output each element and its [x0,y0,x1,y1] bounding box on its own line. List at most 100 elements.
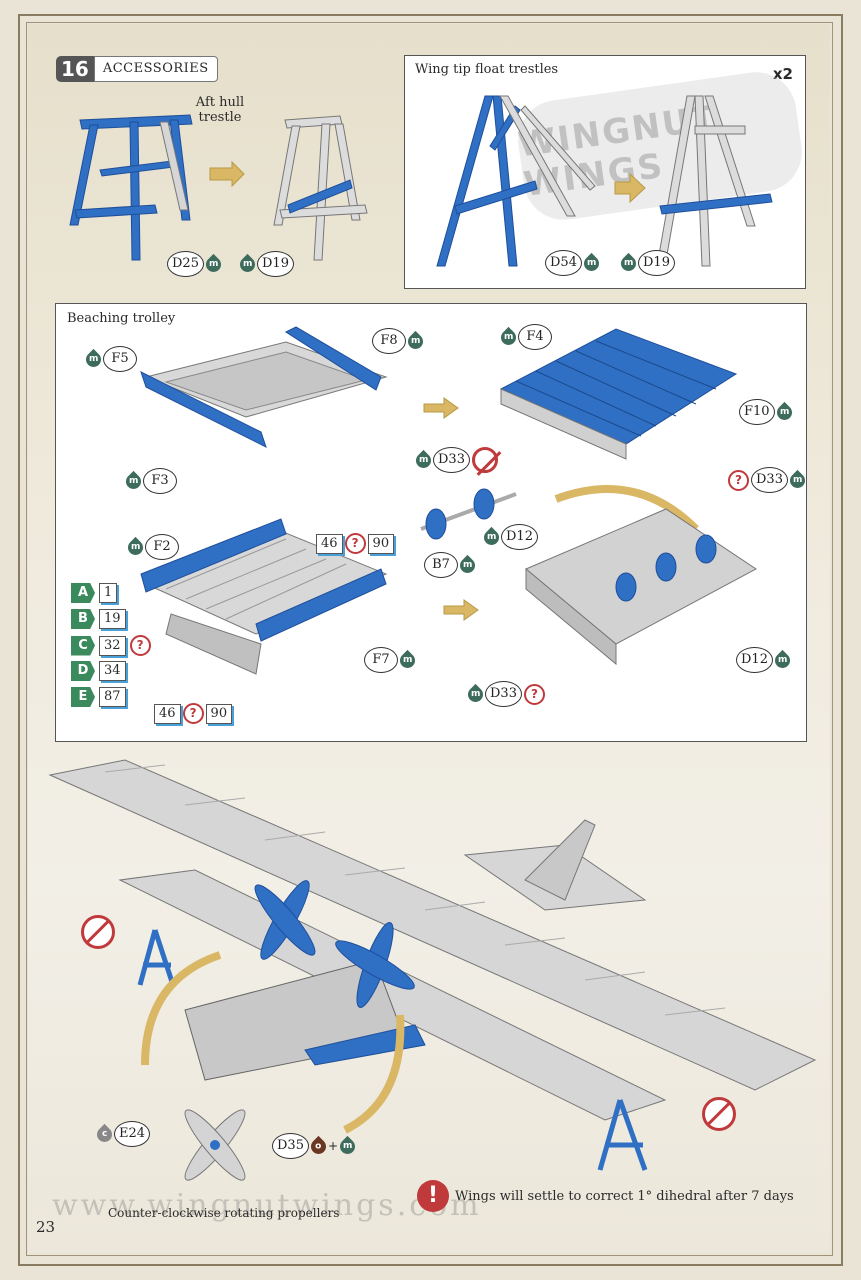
wing-tip-title: Wing tip float trestles [415,62,559,77]
paint-m-icon: m [82,348,105,370]
callout-d35: D35 o + m [272,1133,359,1159]
trolley-title: Beaching trolley [67,311,176,326]
paint-m-icon: m [122,470,145,492]
paint-m-icon: m [464,683,487,705]
question-icon: ? [523,683,545,705]
part-label-d35: D35 [272,1133,309,1159]
website-watermark: www.wingnutwings.com [52,1188,482,1223]
paint-m-icon: m [771,649,794,671]
paint-m-icon: m [202,253,225,275]
aft-hull-trestle-diagram [69,114,368,261]
step-number: 16 [56,56,94,82]
paint-key-letter: D [71,661,95,681]
part-label-f8: F8 [372,328,406,354]
page-border-inner [26,22,833,1256]
warning-icon: ! [417,1180,449,1212]
part-label-d33-bottom: D33 [485,681,522,707]
arrow-right-2 [443,599,479,621]
part-label-f10: F10 [739,399,775,425]
no-glue-icon [81,915,115,949]
paint-m-icon: m [336,1135,359,1157]
paint-key-value: 32 [99,635,126,656]
callout-e24: c E24 [93,1121,151,1147]
callout-d19: m D19 [236,251,294,277]
paint-m-icon: m [404,330,427,352]
callout-f4: m F4 [497,324,552,350]
no-glue-icon [702,1097,736,1131]
callout-d19-wing: m D19 [617,250,675,276]
question-icon: ? [129,635,151,656]
trolley-slats-diagram [499,328,738,460]
paint-m-icon: m [236,253,259,275]
trolley-frame-diagram [140,326,388,448]
callout-f10: F10 m [739,399,795,425]
step-title: ACCESSORIES [93,56,218,82]
paint-key-c: C 32 ? [71,635,151,656]
callout-d25: D25 m [167,251,225,277]
warning-text: Wings will settle to correct 1° dihedral… [455,1188,794,1204]
paint-key-a: A 1 [71,583,118,603]
plus-sign: + [327,1139,339,1153]
page-border-outer [18,14,843,1266]
dihedral-warning: ! Wings will settle to correct 1° dihedr… [417,1180,794,1212]
part-label-d54: D54 [545,250,582,276]
paint-key-letter: B [71,609,95,629]
callout-d12-left: m D12 [480,524,538,550]
part-label-f5: F5 [103,346,137,372]
part-label-f2: F2 [145,534,179,560]
part-label-d19: D19 [257,251,294,277]
paint-m-icon: m [497,326,520,348]
part-label-e24: E24 [114,1121,151,1147]
page-number: 23 [36,1218,56,1236]
paint-c-icon: c [93,1123,116,1145]
paint-m-icon: m [456,554,479,576]
axle-diagram [420,488,517,540]
part-label-b7: B7 [424,552,458,578]
paint-m-icon: m [773,401,795,423]
paint-key-value: 1 [99,583,118,603]
paint-key-e: E 87 [71,687,126,707]
arrow-right-1 [423,397,459,419]
part-label-d12: D12 [501,524,538,550]
color-mix-top: 46 ? 90 [316,533,395,554]
part-label-f3: F3 [143,468,177,494]
part-label-f7: F7 [364,647,398,673]
part-label-d12-right: D12 [736,647,773,673]
paint-m-icon: m [786,469,809,491]
aft-hull-caption-line1: Aft hull [195,95,245,110]
callout-d33-top: m D33 [412,447,498,473]
callout-d33-bottom: m D33 ? [464,681,545,707]
part-label-d33: D33 [433,447,470,473]
callout-d54: D54 m [545,250,603,276]
part-label-f4: F4 [518,324,552,350]
wing-tip-trestle-diagram [436,95,773,267]
callout-d12-right: D12 m [736,647,794,673]
propeller-caption: Counter-clockwise rotating propellers [108,1206,340,1220]
wing-tip-multiplier: x2 [772,65,793,83]
paint-m-icon: m [617,252,640,274]
paint-key-letter: A [71,583,95,603]
paint-key-b: B 19 [71,609,126,629]
no-glue-icon [471,447,498,473]
paint-m-icon: m [580,252,603,274]
trolley-sides-diagram [140,518,388,675]
mix-value: 90 [205,703,233,724]
callout-f8: F8 m [372,328,427,354]
question-icon: ? [344,533,366,554]
paint-key-value: 19 [99,609,126,629]
paint-m-icon: m [412,449,435,471]
aft-hull-caption: Aft hull trestle [185,95,255,125]
part-label-d33-right: D33 [751,467,788,493]
question-icon: ? [182,703,204,724]
paint-o-icon: o [307,1135,330,1157]
callout-f5: m F5 [82,346,137,372]
step-header: 16 ACCESSORIES [56,56,218,82]
part-label-d19-wing: D19 [638,250,675,276]
wing-tip-panel: Wing tip float trestles x2 WINGNUT WINGS… [404,55,807,289]
paint-m-icon: m [396,649,419,671]
paint-key-value: 34 [99,661,126,681]
mix-value: 46 [316,533,343,554]
callout-b7: B7 m [424,552,479,578]
beaching-trolley-panel: Beaching trolley [55,303,809,742]
flying-boat-diagram [48,759,817,1181]
